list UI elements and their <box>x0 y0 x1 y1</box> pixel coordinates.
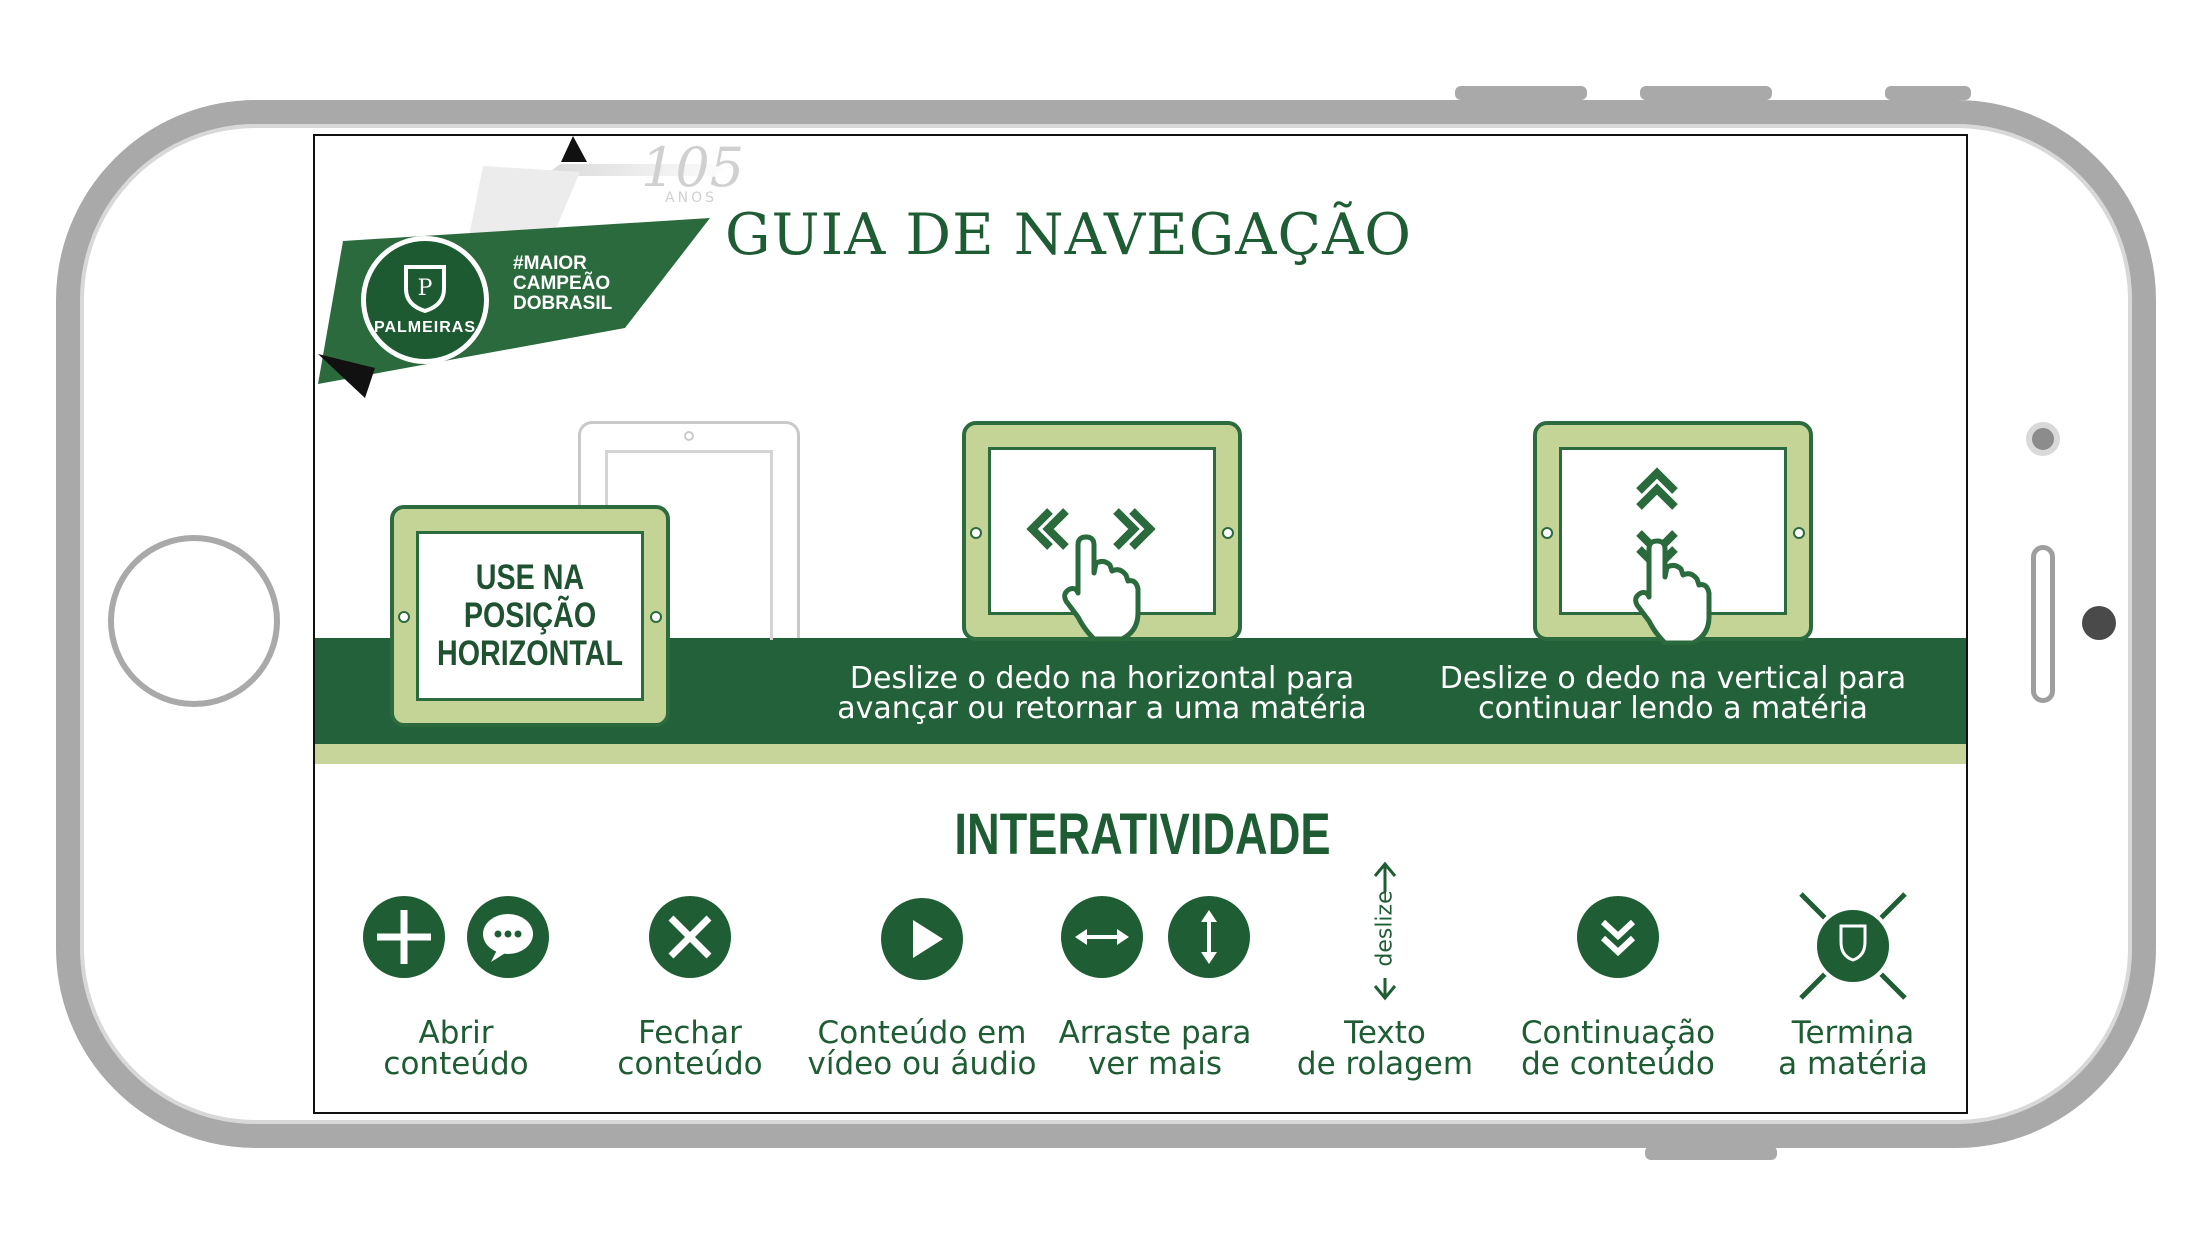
home-button[interactable] <box>108 535 280 707</box>
close-icon[interactable] <box>649 896 731 978</box>
label-media-content: Conteúdo em vídeo ou áudio <box>807 1015 1037 1082</box>
scroll-arrow-icon <box>1373 861 1397 1001</box>
label-continuation: Continuação de conteúdo <box>1520 1015 1716 1082</box>
label-scroll-text: Texto de rolagem <box>1296 1015 1474 1082</box>
shield-icon: P <box>404 265 446 313</box>
plus-icon[interactable] <box>363 896 445 978</box>
tablet-outline-camera <box>684 431 694 441</box>
tablet-camera-1 <box>398 611 410 623</box>
label-drag-more: Arraste para ver mais <box>1058 1015 1252 1082</box>
slogan-text: #MAIOR CAMPEÃO DOBRASIL <box>513 253 613 314</box>
tablet-home-1 <box>650 611 662 623</box>
label-end-article: Termina a matéria <box>1778 1015 1928 1082</box>
chevron-down-double-icon[interactable] <box>1577 896 1659 978</box>
swipe-horizontal-icon <box>1026 508 1156 642</box>
proximity-sensor <box>2026 422 2060 456</box>
vertical-arrows-icon[interactable] <box>1168 896 1250 978</box>
speech-bubble-icon[interactable] <box>467 896 549 978</box>
bottom-button <box>1645 1146 1777 1160</box>
top-button-3 <box>1885 86 1971 100</box>
logo-wordmark: PALMEIRAS <box>373 319 477 336</box>
front-camera <box>2082 606 2116 640</box>
horizontal-arrows-icon[interactable] <box>1061 896 1143 978</box>
tablet-screen-1 <box>416 531 644 701</box>
tablet-home-2 <box>1222 527 1234 539</box>
orientation-instruction: USE NA POSIÇÃO HORIZONTAL <box>437 558 624 673</box>
interactivity-title: INTERATIVIDADE <box>954 802 1331 867</box>
anniversary-label: ANOS <box>665 190 717 206</box>
light-band <box>315 744 1966 764</box>
tablet-horizontal-3 <box>1533 421 1813 645</box>
top-button-2 <box>1640 86 1772 100</box>
tablet-horizontal-2 <box>962 421 1242 642</box>
svg-text:P: P <box>418 276 433 301</box>
tablet-home-3 <box>1793 527 1805 539</box>
tablet-horizontal-1: USE NA POSIÇÃO HORIZONTAL <box>390 505 670 727</box>
label-open-content: Abrir conteúdo <box>383 1015 529 1082</box>
caption-vertical: Deslize o dedo na vertical para continua… <box>1439 661 1907 726</box>
tablet-camera-3 <box>1541 527 1553 539</box>
palmeiras-logo: P PALMEIRAS <box>361 236 489 364</box>
caption-horizontal: Deslize o dedo na horizontal para avança… <box>837 661 1367 726</box>
top-button-1 <box>1455 86 1587 100</box>
swipe-vertical-icon <box>1633 467 1712 645</box>
page-title: GUIA DE NAVEGAÇÃO <box>725 202 1412 268</box>
tablet-camera-2 <box>970 527 982 539</box>
anniversary-number: 105 <box>641 136 745 199</box>
anniversary-badge: 105 ANOS <box>641 136 745 207</box>
app-screen: 105 ANOS #MAIOR CAMPEÃO DOBRASIL P PALME… <box>313 134 1968 1114</box>
play-icon[interactable] <box>881 898 963 980</box>
crossed-logo-icon <box>1799 892 1907 1000</box>
scroll-word: deslize <box>1372 890 1398 967</box>
speaker-slot <box>2031 545 2055 703</box>
label-close-content: Fechar conteúdo <box>617 1015 763 1082</box>
